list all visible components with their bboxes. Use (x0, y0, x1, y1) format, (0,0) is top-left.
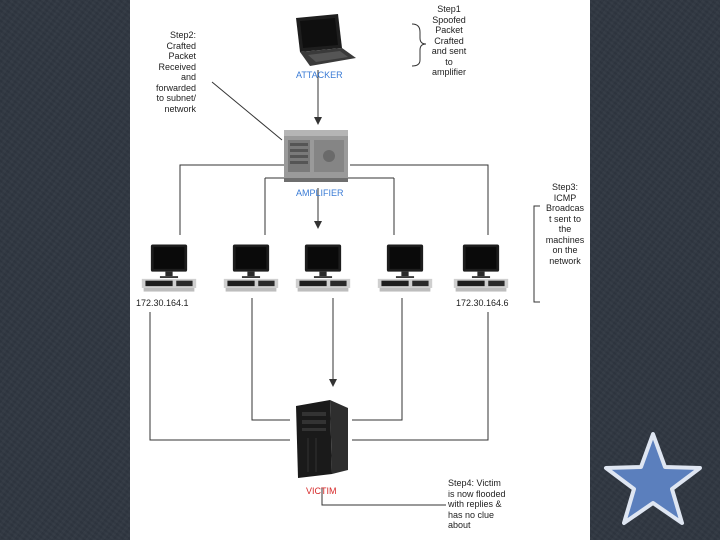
step2-pointer-line (211, 81, 283, 141)
slide-panel (130, 0, 590, 540)
step3-note: Step3: ICMP Broadcas t sent to the machi… (545, 182, 585, 266)
server-icon (284, 130, 348, 182)
amplifier-bus-left (179, 164, 284, 235)
step3-bracket (533, 205, 540, 303)
star-icon[interactable] (603, 430, 703, 530)
attacker-label: ATTACKER (296, 70, 343, 80)
step1-note: Step1 Spoofed Packet Crafted and sent to… (431, 4, 467, 77)
pc2-to-victim (251, 298, 290, 421)
pc5-to-victim (352, 312, 489, 441)
amplifier-label: AMPLIFIER (296, 188, 344, 198)
pc4-to-victim (352, 298, 403, 421)
ip-label-last: 172.30.164.6 (456, 298, 509, 308)
tower-computer-icon (290, 398, 352, 478)
desktop-computer-icon (295, 244, 351, 292)
desktop-computer-icon (377, 244, 433, 292)
step1-bracket (411, 23, 427, 67)
step2-note: Step2: Crafted Packet Received and forwa… (155, 30, 196, 114)
desktop-computer-icon (141, 244, 197, 292)
amplifier-bus-right (350, 164, 489, 235)
desktop-computer-icon (223, 244, 279, 292)
step4-pointer-line (321, 488, 446, 506)
step4-note: Step4: Victim is now flooded with replie… (448, 478, 506, 530)
ip-label-first: 172.30.164.1 (136, 298, 189, 308)
laptop-icon (296, 14, 356, 66)
connector-lines (149, 70, 489, 506)
pc1-to-victim (149, 312, 290, 441)
victim-label: VICTIM (306, 486, 337, 496)
desktop-computer-icon (453, 244, 509, 292)
